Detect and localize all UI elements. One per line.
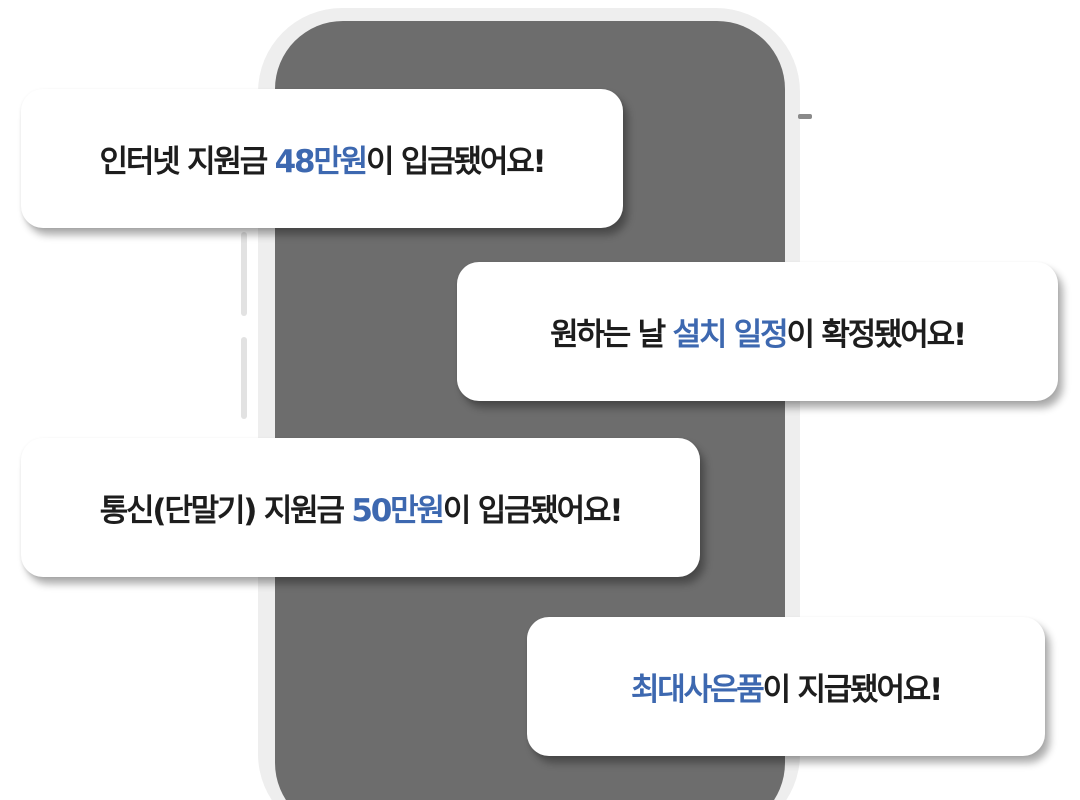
notification-text-post: 이 입금됐어요! bbox=[366, 144, 547, 180]
notification-text: 통신(단말기) 지원금 50만원이 입금됐어요! bbox=[99, 485, 624, 530]
notification-max-gift: 최대사은품이 지급됐어요! bbox=[527, 617, 1045, 756]
phone-power-button bbox=[798, 114, 812, 119]
notification-highlight: 48만원 bbox=[274, 144, 369, 180]
phone-volume-up-button bbox=[241, 232, 247, 316]
notification-internet-subsidy: 인터넷 지원금 48만원이 입금됐어요! bbox=[21, 89, 623, 228]
notification-highlight: 최대사은품 bbox=[630, 672, 765, 708]
notification-text: 원하는 날 설치 일정이 확정됐어요! bbox=[550, 309, 967, 354]
notification-highlight: 50만원 bbox=[351, 493, 445, 529]
notification-device-subsidy: 통신(단말기) 지원금 50만원이 입금됐어요! bbox=[21, 438, 700, 577]
notification-text-pre: 통신(단말기) 지원금 bbox=[99, 493, 352, 529]
notification-text-post: 이 지급됐어요! bbox=[762, 672, 944, 708]
phone-volume-down-button bbox=[241, 337, 247, 419]
notification-text-post: 이 확정됐어요! bbox=[786, 317, 967, 353]
notification-install-schedule: 원하는 날 설치 일정이 확정됐어요! bbox=[457, 262, 1058, 401]
notification-text: 최대사은품이 지급됐어요! bbox=[630, 664, 944, 709]
notification-text-post: 이 입금됐어요! bbox=[442, 493, 624, 529]
notification-text-pre: 인터넷 지원금 bbox=[99, 144, 275, 180]
notification-text: 인터넷 지원금 48만원이 입금됐어요! bbox=[99, 136, 547, 181]
notification-text-pre: 원하는 날 bbox=[550, 317, 673, 353]
notification-highlight: 설치 일정 bbox=[672, 317, 789, 353]
